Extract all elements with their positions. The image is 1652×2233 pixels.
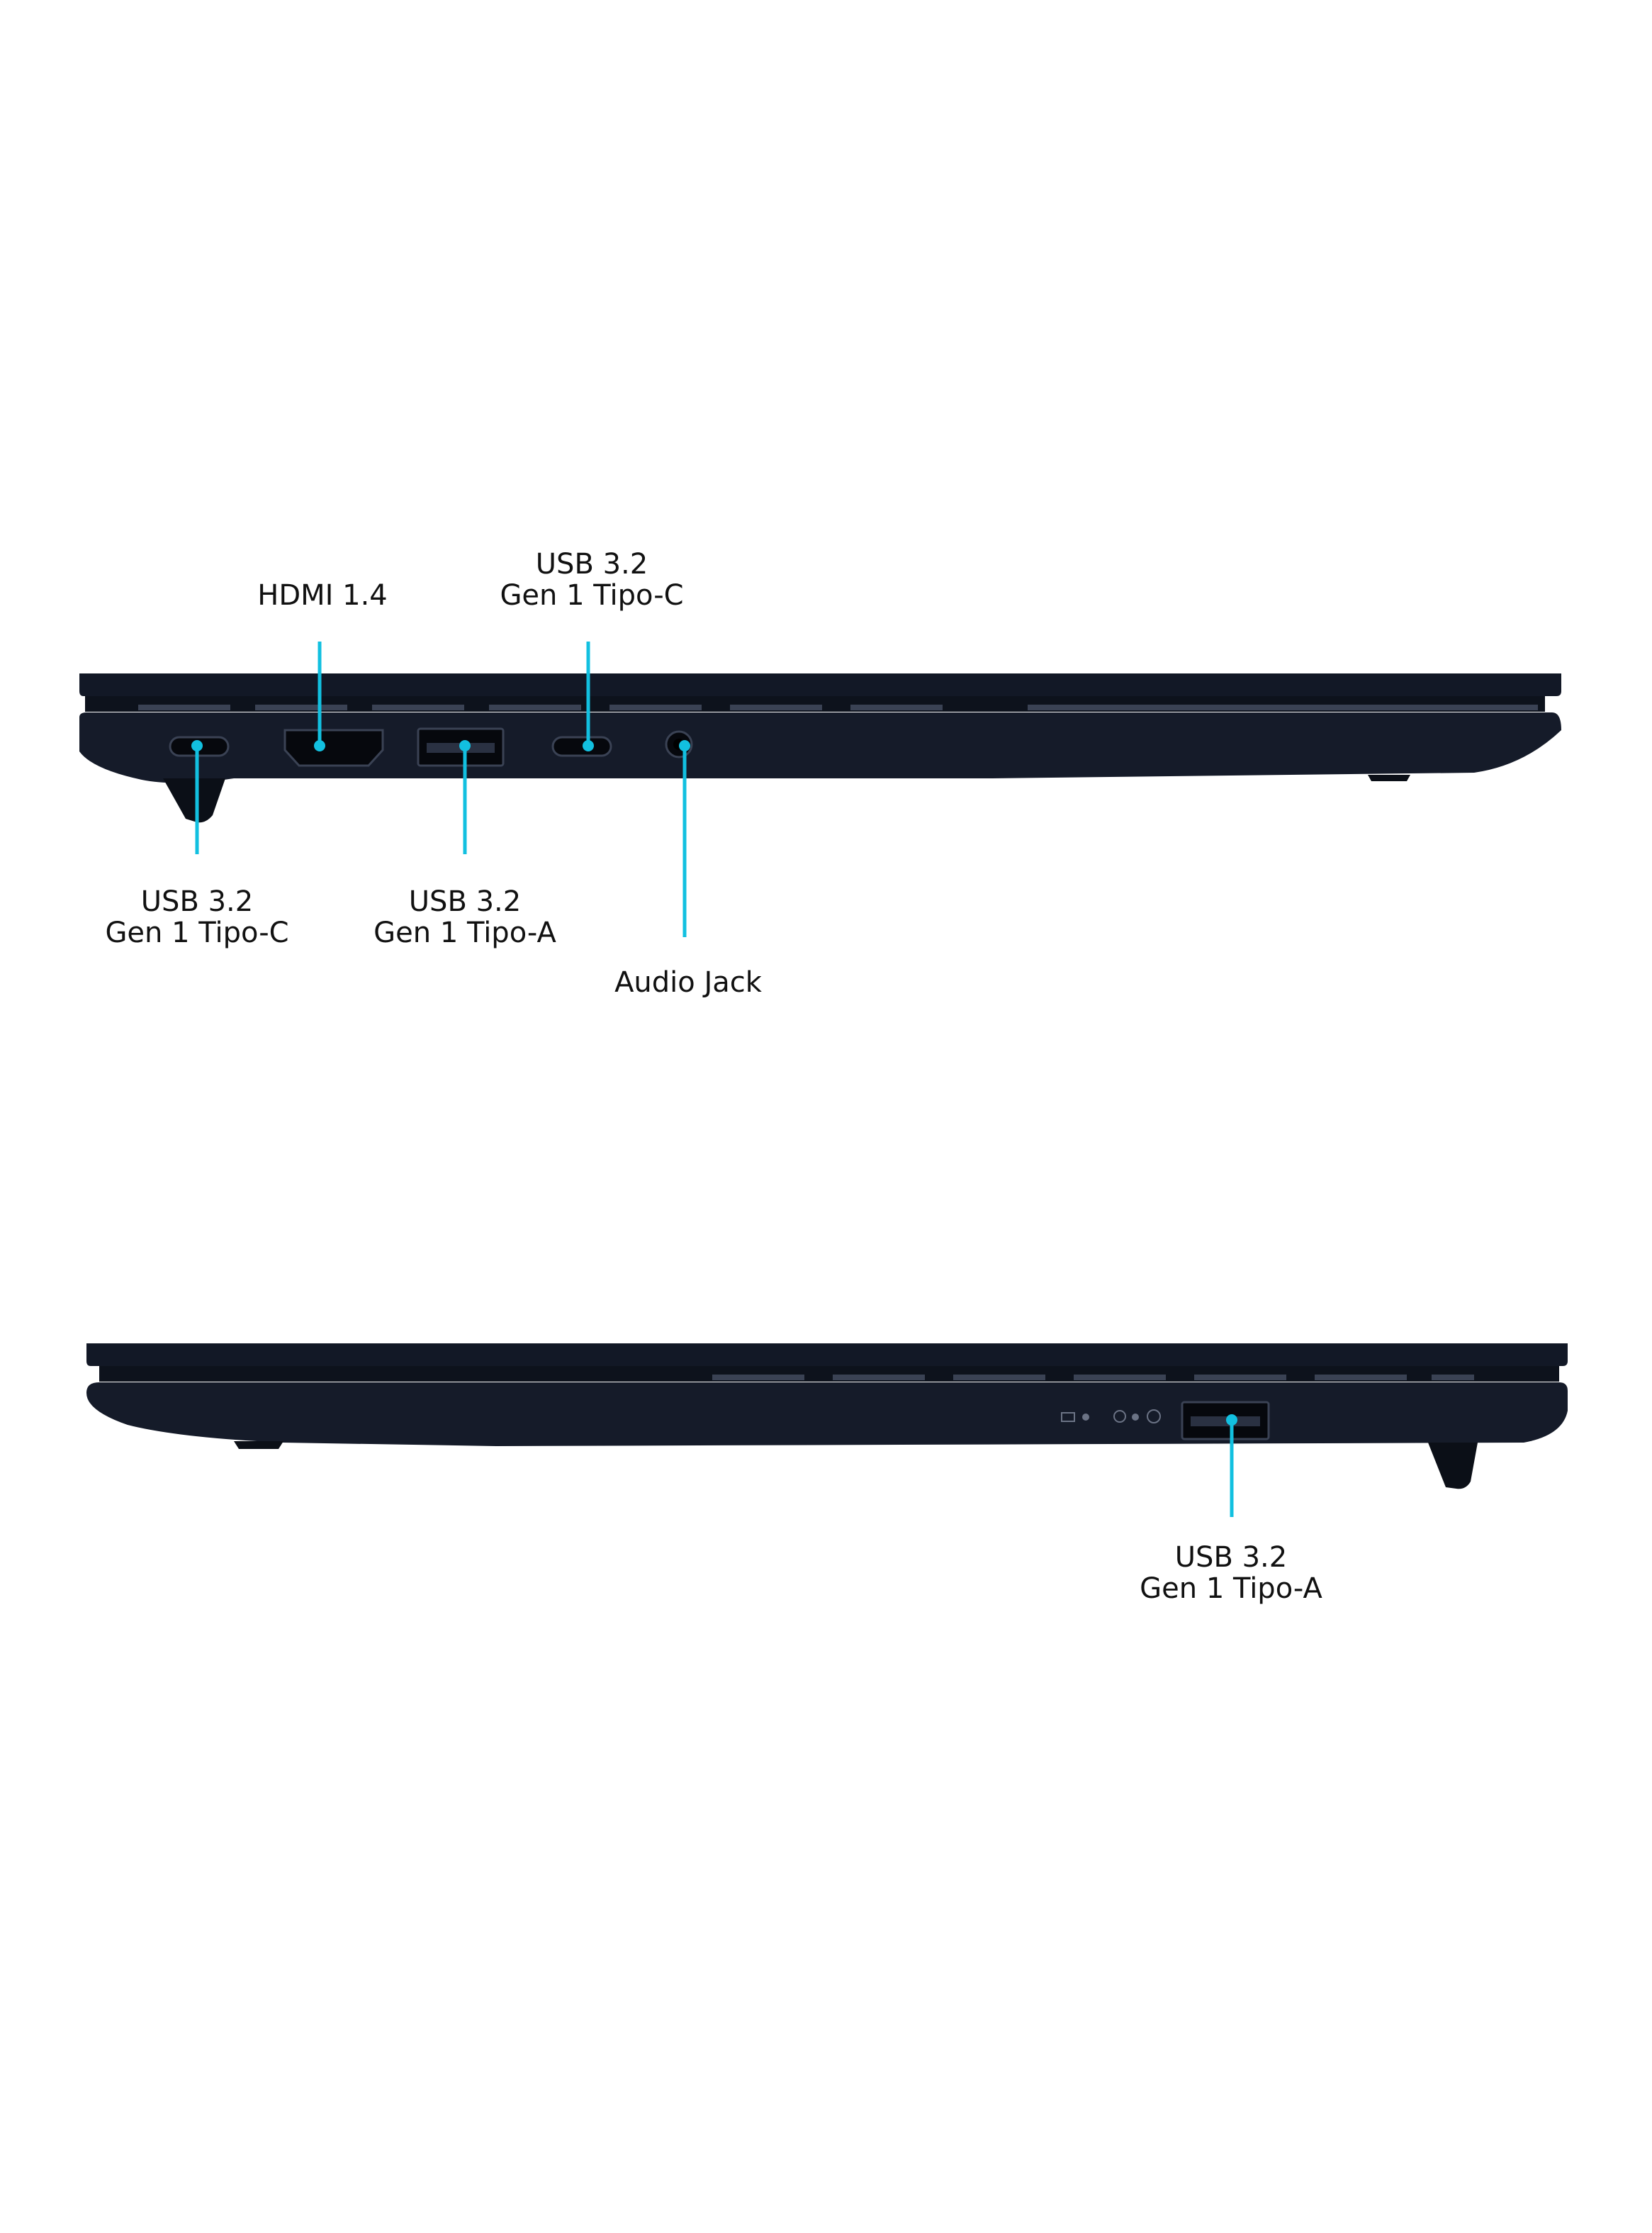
vent-slots-2 — [712, 1375, 1474, 1380]
rear-foot — [1368, 775, 1410, 781]
vent-slots — [138, 705, 1538, 710]
callout-dot-audio-jack — [679, 740, 690, 751]
callout-label-audio-jack: Audio Jack — [592, 967, 784, 998]
callout-dot-usb-c-1 — [191, 740, 203, 751]
led-dot-1 — [1082, 1414, 1089, 1421]
hdmi-port — [283, 729, 384, 767]
indicator-led-group — [1061, 1409, 1161, 1423]
callout-label-usb-c-top: USB 3.2 Gen 1 Tipo-C — [489, 549, 695, 611]
label-line-2: Gen 1 Tipo-A — [1140, 1572, 1322, 1605]
callout-dot-usb-a-1 — [459, 740, 471, 751]
usb-a-tongue-2 — [1191, 1416, 1260, 1426]
led-dot-2 — [1132, 1414, 1139, 1421]
power-icon — [1113, 1410, 1126, 1423]
callout-label-usb-a-left: USB 3.2 Gen 1 Tipo-A — [362, 886, 568, 948]
callout-label-hdmi: HDMI 1.4 — [241, 580, 404, 611]
label-line-2: Gen 1 Tipo-A — [373, 917, 556, 949]
laptop-lid — [79, 673, 1561, 696]
callout-dot-usb-c-2 — [583, 740, 594, 751]
laptop-lid-2 — [86, 1343, 1568, 1366]
rubber-foot-2 — [1428, 1443, 1478, 1489]
label-line-1: Audio Jack — [614, 966, 762, 999]
callout-dot-usb-a-2 — [1226, 1414, 1237, 1426]
label-line-1: USB 3.2 — [140, 885, 254, 918]
label-line-2: Gen 1 Tipo-C — [105, 917, 289, 949]
usb-speed-icon — [1147, 1409, 1161, 1423]
label-line-1: USB 3.2 — [535, 548, 648, 581]
rubber-foot — [163, 778, 225, 823]
callout-lines-left — [191, 642, 690, 937]
front-foot-2 — [234, 1441, 283, 1449]
laptop-left-side-view — [79, 673, 1561, 823]
callout-label-usb-c-bottom: USB 3.2 Gen 1 Tipo-C — [94, 886, 300, 948]
battery-icon — [1061, 1412, 1075, 1422]
label-line-1: USB 3.2 — [408, 885, 522, 918]
callout-lines-right — [1226, 1414, 1237, 1517]
laptop-base-2 — [86, 1382, 1568, 1446]
label-line-2: Gen 1 Tipo-C — [500, 579, 684, 612]
usb-c-port-2 — [551, 736, 612, 757]
laptop-right-side-view — [86, 1343, 1568, 1489]
label-line-1: HDMI 1.4 — [257, 579, 388, 612]
label-line-1: USB 3.2 — [1174, 1541, 1288, 1574]
callout-dot-hdmi — [314, 740, 325, 751]
callout-label-usb-a-right: USB 3.2 Gen 1 Tipo-A — [1128, 1542, 1334, 1604]
